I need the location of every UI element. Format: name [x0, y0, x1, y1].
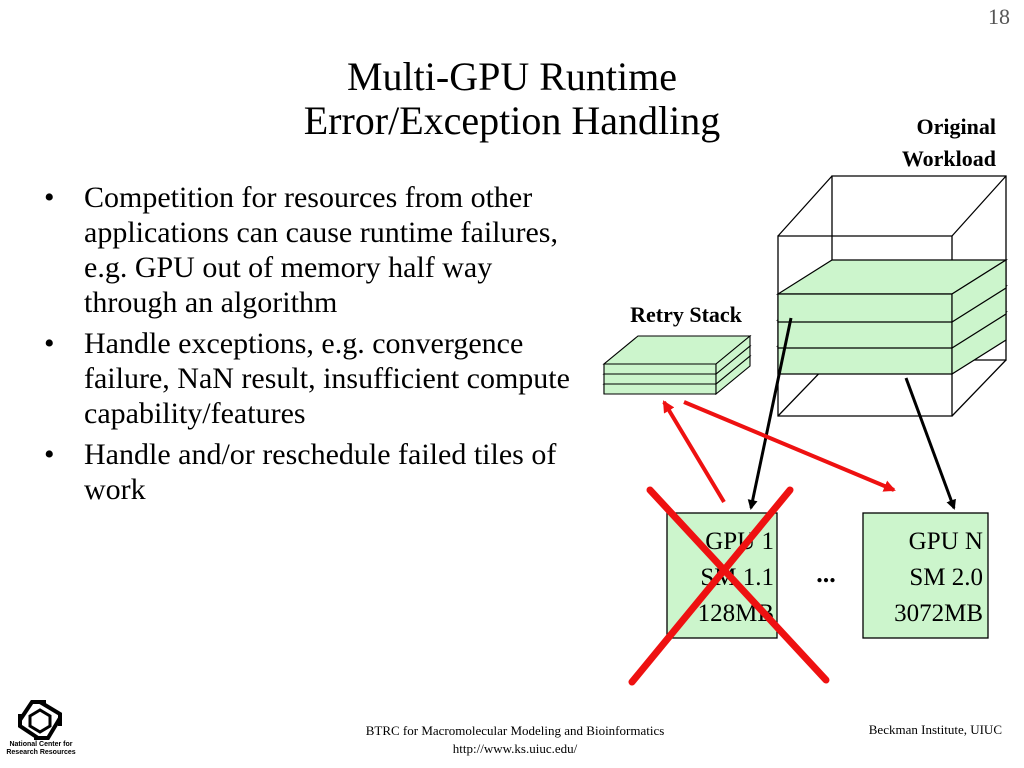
bullet-text: Handle exceptions, e.g. convergence fail… — [84, 327, 570, 430]
gpu-ellipsis: ... — [816, 559, 836, 588]
bullet-item: • Competition for resources from other ap… — [40, 180, 580, 320]
footer-center: BTRC for Macromolecular Modeling and Bio… — [300, 722, 730, 758]
reschedule-arrow-to-gpun — [683, 400, 896, 492]
ncrr-logo-icon — [18, 700, 62, 740]
original-workload-label-2: Workload — [902, 146, 996, 171]
logo-caption-line-2: Research Resources — [6, 749, 76, 756]
dispatch-arrow-gpun — [904, 377, 956, 510]
footer-url[interactable]: http://www.ks.uiuc.edu/ — [452, 741, 578, 756]
bullet-item: • Handle and/or reschedule failed tiles o… — [40, 437, 580, 507]
bullet-dot-icon: • — [44, 438, 55, 471]
retry-stack-label: Retry Stack — [630, 302, 743, 327]
gpun-card: GPU N SM 2.0 3072MB — [862, 512, 989, 639]
footer-institute: Beckman Institute, UIUC — [868, 722, 1002, 737]
retry-arrow-from-gpu1 — [662, 400, 726, 504]
slide-title: Multi-GPU Runtime Error/Exception Handli… — [150, 55, 874, 143]
dispatch-arrow-gpu1 — [747, 317, 793, 510]
workload-tile — [775, 258, 1009, 324]
gpun-sm: SM 2.0 — [909, 564, 983, 591]
gpun-name: GPU N — [909, 528, 983, 555]
retry-stack — [602, 334, 752, 396]
failed-cross-icon — [628, 486, 830, 686]
bullet-item: • Handle exceptions, e.g. convergence fai… — [40, 326, 580, 431]
footer-organization: BTRC for Macromolecular Modeling and Bio… — [365, 723, 665, 738]
bullet-dot-icon: • — [44, 181, 55, 214]
bullet-dot-icon: • — [44, 327, 55, 360]
page-number: 18 — [988, 4, 1010, 29]
gpun-memory: 3072MB — [894, 600, 983, 627]
title-line-2: Error/Exception Handling — [303, 98, 721, 143]
bullet-list: • Competition for resources from other ap… — [40, 180, 580, 513]
title-line-1: Multi-GPU Runtime — [346, 54, 678, 99]
bullet-text: Competition for resources from other app… — [84, 181, 558, 319]
original-workload-label-1: Original — [917, 114, 996, 139]
bullet-text: Handle and/or reschedule failed tiles of… — [84, 438, 557, 506]
workload-tiles — [775, 258, 1009, 376]
logo-caption-line-1: National Center for — [9, 741, 73, 748]
logo-caption: National Center for Research Resources — [4, 741, 78, 757]
